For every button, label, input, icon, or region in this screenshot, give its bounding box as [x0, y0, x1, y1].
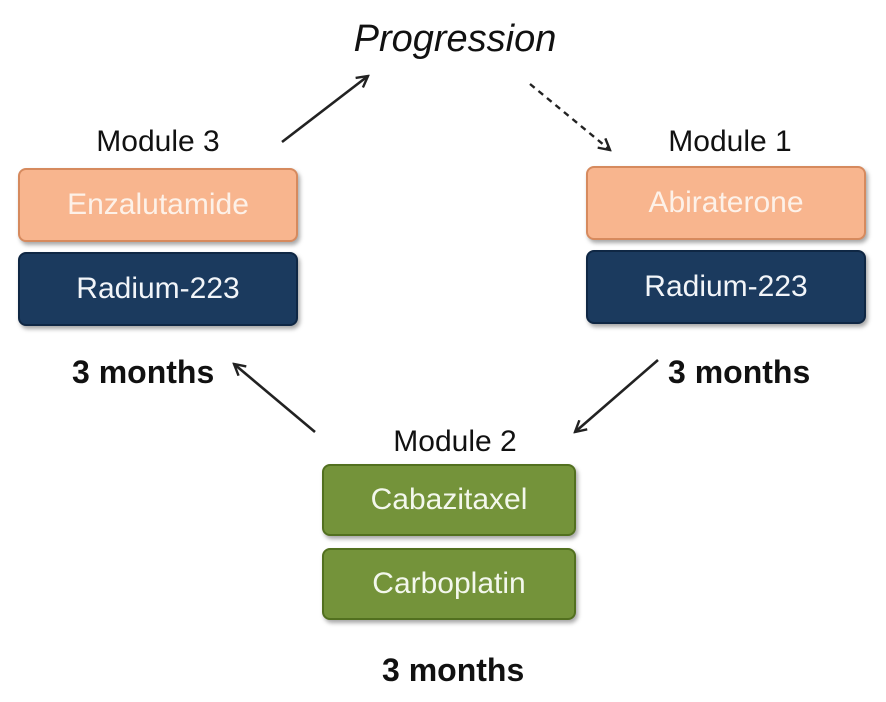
progression-label: Progression	[353, 18, 557, 60]
module1-drug-radium: Radium-223	[586, 250, 866, 324]
module2-drug-cabazitaxel: Cabazitaxel	[322, 464, 576, 536]
arrow-module1-to-module2	[575, 359, 659, 432]
arrow-module2-to-module3	[234, 364, 316, 433]
module1-title: Module 1	[668, 125, 792, 158]
arrow-progression-to-module1	[529, 83, 610, 150]
arrow-module3-to-progression	[281, 76, 368, 144]
module1-drug-abiraterone: Abiraterone	[586, 166, 866, 240]
module1-duration: 3 months	[668, 354, 811, 390]
module2-title: Module 2	[393, 425, 517, 458]
module3-drug-enzalutamide: Enzalutamide	[18, 168, 298, 242]
module2-drug-carboplatin: Carboplatin	[322, 548, 576, 620]
module3-duration: 3 months	[72, 354, 215, 390]
module3-title: Module 3	[96, 125, 220, 158]
module2-duration: 3 months	[382, 652, 525, 688]
module3-drug-radium: Radium-223	[18, 252, 298, 326]
